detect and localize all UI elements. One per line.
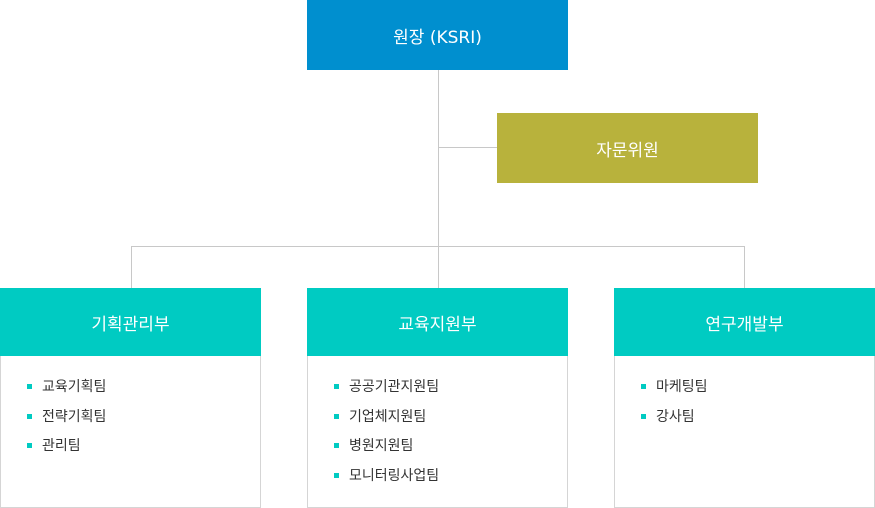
team-list-item: 공공기관지원팀 [334,378,567,408]
team-label: 공공기관지원팀 [349,379,440,395]
director-label: 원장 (KSRI) [393,27,482,48]
team-list-item: 전략기획팀 [27,408,260,438]
bullet-square-icon [334,472,339,478]
director-box: 원장 (KSRI) [307,0,568,70]
advisory-label: 자문위원 [596,140,659,161]
advisory-box: 자문위원 [497,113,758,183]
team-list-item: 병원지원팀 [334,437,567,467]
department-box-education: 교육지원부 [307,288,568,356]
director-trunk-line [438,70,439,288]
dept-3-drop-line [744,246,745,288]
team-list-panel-education: 공공기관지원팀 기업체지원팀 병원지원팀 모니터링사업팀 [307,356,568,508]
team-list-panel-planning: 교육기획팀 전략기획팀 관리팀 [0,356,261,508]
bullet-square-icon [27,413,32,419]
team-list-item: 모니터링사업팀 [334,467,567,497]
bullet-square-icon [334,384,339,389]
team-label: 병원지원팀 [349,438,414,454]
department-label: 교육지원부 [398,314,477,335]
dept-1-drop-line [131,246,132,288]
department-bus-line [131,246,745,247]
team-label: 관리팀 [42,438,81,454]
bullet-square-icon [27,384,32,389]
bullet-square-icon [334,443,339,448]
team-label: 모니터링사업팀 [349,467,440,484]
team-label: 전략기획팀 [42,408,107,425]
bullet-square-icon [641,413,646,419]
team-list-item: 강사팀 [641,408,874,438]
team-label: 마케팅팀 [656,379,708,395]
team-list-item: 기업체지원팀 [334,408,567,438]
advisory-branch-line [438,147,497,148]
team-label: 교육기획팀 [42,379,107,395]
bullet-square-icon [334,413,339,419]
team-list-item: 교육기획팀 [27,378,260,408]
department-label: 연구개발부 [705,314,784,335]
team-list-panel-research: 마케팅팀 강사팀 [614,356,875,508]
team-list-item: 마케팅팀 [641,378,874,408]
department-box-research: 연구개발부 [614,288,875,356]
team-label: 강사팀 [656,408,695,425]
bullet-square-icon [641,384,646,389]
team-label: 기업체지원팀 [349,408,427,425]
department-box-planning: 기획관리부 [0,288,261,356]
department-label: 기획관리부 [91,314,170,335]
team-list-item: 관리팀 [27,437,260,467]
bullet-square-icon [27,443,32,448]
